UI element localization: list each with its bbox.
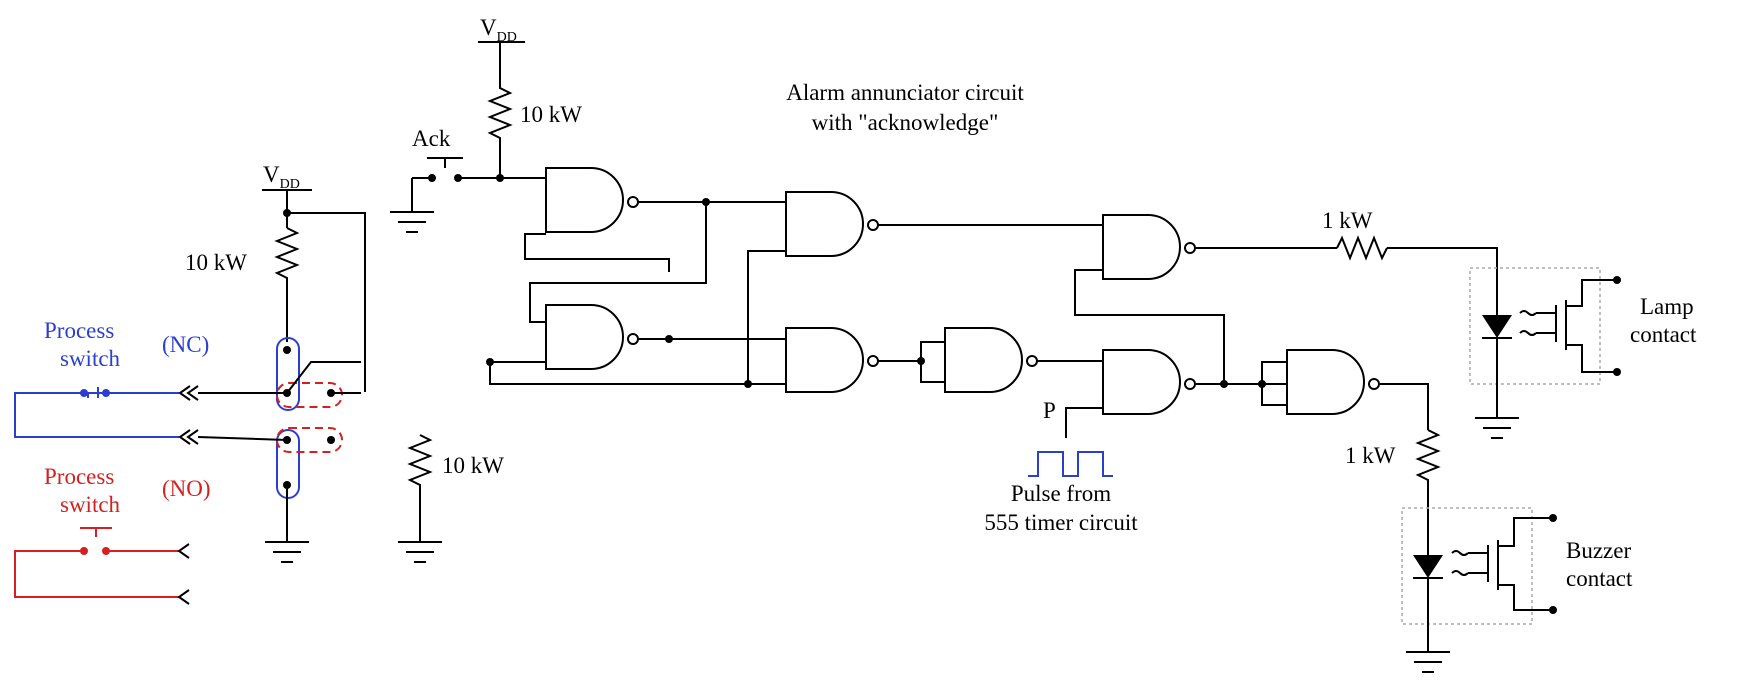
ground-buzzer (1406, 651, 1450, 673)
pulse-label-line1: Pulse from (1011, 481, 1111, 506)
nand-gate-buzzer-driver (1286, 349, 1380, 415)
buzzer-resistor: 1 kW (1345, 383, 1441, 555)
res-ack-label: 10 kW (520, 102, 582, 127)
ground-lamp (1475, 417, 1519, 439)
buzzer-contact-label-line1: Buzzer (1566, 538, 1631, 563)
nand-gate-pulse (1102, 349, 1196, 415)
no-switch-label-line2: switch (60, 492, 121, 517)
lamp-contact-label-line1: Lamp (1640, 294, 1694, 319)
res-bottom-label: 10 kW (442, 453, 504, 478)
no-alt-jumper-oval (276, 427, 343, 453)
nand-gate-ack-latch-top (545, 167, 639, 233)
vdd-top-label: V (480, 15, 497, 40)
pulldown-resistor: 10 kW (407, 434, 504, 542)
lamp-optocoupler (1469, 267, 1621, 418)
nc-jumper-oval (276, 337, 300, 411)
pullup-resistor-switch: 10 kW (185, 227, 300, 342)
no-switch-tag: (NO) (162, 476, 211, 501)
svg-text:VDD: VDD (480, 15, 517, 45)
nand-gate-inverter-mid (944, 327, 1038, 393)
nc-switch-label-line1: Process (44, 318, 114, 343)
diagram-title-line2: with "acknowledge" (812, 110, 999, 135)
no-process-switch[interactable]: Process switch (NO) (14, 464, 211, 605)
vdd-supply-top: VDD (478, 15, 525, 80)
lamp-resistor: 1 kW (1195, 208, 1498, 315)
vdd-left-label: V (263, 162, 280, 187)
ground-pulldown (398, 541, 442, 563)
nand-gate-lamp-latch-top (785, 191, 879, 257)
res-buzzer-label: 1 kW (1345, 443, 1396, 468)
res-switch-label: 10 kW (185, 250, 247, 275)
nc-process-switch[interactable]: Process switch (NC) (14, 318, 288, 445)
res-lamp-label: 1 kW (1322, 208, 1373, 233)
nc-alt-jumper-oval (276, 382, 343, 408)
buzzer-optocoupler (1401, 507, 1557, 652)
nc-switch-tag: (NC) (162, 332, 209, 357)
p-input-label: P (1043, 398, 1056, 423)
ack-pushbutton[interactable]: Ack (411, 126, 500, 212)
ground-ack (390, 211, 434, 233)
ack-label: Ack (412, 126, 451, 151)
diagram-title-line1: Alarm annunciator circuit (786, 80, 1024, 105)
vdd-left-subscript: DD (280, 177, 300, 192)
svg-text:VDD: VDD (263, 162, 300, 192)
nand-gate-ack-latch-bottom (545, 304, 639, 370)
vdd-supply-left: VDD (262, 162, 312, 228)
nand-gate-lamp-latch-bottom (785, 327, 879, 393)
gate-wiring: P (486, 177, 1287, 438)
ground-switch (265, 541, 309, 563)
no-switch-label-line1: Process (44, 464, 114, 489)
pullup-resistor-ack: 10 kW (487, 80, 582, 178)
lamp-contact-label-line2: contact (1630, 322, 1697, 347)
nc-switch-label-line2: switch (60, 346, 121, 371)
pulse-label-line2: 555 timer circuit (984, 510, 1138, 535)
nand-gate-lamp-driver (1102, 214, 1196, 280)
pulse-waveform: Pulse from 555 timer circuit (984, 451, 1138, 535)
buzzer-contact-label-line2: contact (1566, 566, 1633, 591)
